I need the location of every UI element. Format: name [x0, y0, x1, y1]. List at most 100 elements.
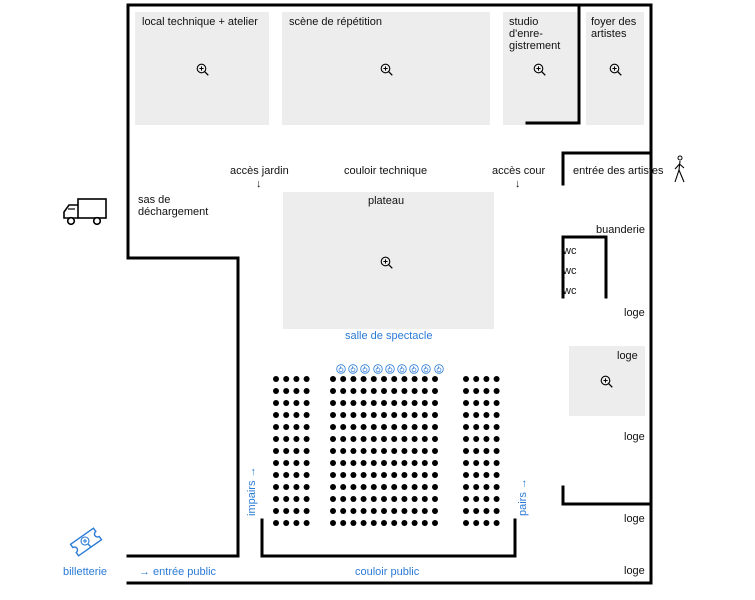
seat[interactable] [473, 460, 480, 466]
seat[interactable] [370, 376, 377, 382]
seat[interactable] [473, 412, 480, 418]
seat[interactable] [330, 484, 336, 490]
seat[interactable] [283, 436, 290, 442]
seat[interactable] [360, 448, 367, 454]
seat[interactable] [360, 472, 367, 478]
seat[interactable] [340, 520, 347, 526]
seat[interactable] [391, 520, 398, 526]
seat[interactable] [493, 448, 500, 454]
seat[interactable] [421, 520, 428, 526]
seat[interactable] [432, 460, 438, 466]
seat[interactable] [330, 436, 336, 442]
seat[interactable] [293, 412, 300, 418]
seat[interactable] [483, 496, 490, 502]
seat[interactable] [340, 460, 347, 466]
seat[interactable] [432, 436, 438, 442]
seat[interactable] [381, 472, 387, 478]
zoom-in-icon[interactable] [380, 256, 393, 269]
seat[interactable] [283, 460, 290, 466]
seat[interactable] [391, 484, 398, 490]
seat[interactable] [370, 448, 377, 454]
ticket-icon[interactable] [67, 523, 105, 561]
seat[interactable] [473, 508, 480, 514]
seat[interactable] [381, 400, 387, 406]
seat[interactable] [391, 376, 398, 382]
seat[interactable] [401, 472, 408, 478]
seat[interactable] [463, 388, 469, 394]
seat[interactable] [421, 448, 428, 454]
seat[interactable] [293, 520, 300, 526]
seat[interactable] [391, 400, 398, 406]
seat[interactable] [340, 400, 347, 406]
seat[interactable] [401, 508, 408, 514]
seat[interactable] [483, 508, 490, 514]
seat[interactable] [463, 508, 469, 514]
seat[interactable] [411, 448, 418, 454]
seat[interactable] [432, 520, 438, 526]
seat[interactable] [391, 448, 398, 454]
seat[interactable] [303, 484, 310, 490]
seat[interactable] [293, 424, 300, 430]
seat[interactable] [273, 436, 279, 442]
seat[interactable] [273, 460, 279, 466]
seat[interactable] [293, 472, 300, 478]
seat[interactable] [303, 400, 310, 406]
seat[interactable] [273, 412, 279, 418]
seat[interactable] [360, 376, 367, 382]
seat[interactable] [483, 376, 490, 382]
seat[interactable] [483, 424, 490, 430]
seat[interactable] [273, 400, 279, 406]
seat[interactable] [493, 472, 500, 478]
seat[interactable] [360, 508, 367, 514]
seat[interactable] [411, 508, 418, 514]
seat[interactable] [463, 376, 469, 382]
seat[interactable] [360, 460, 367, 466]
seat[interactable] [360, 424, 367, 430]
seat[interactable] [473, 472, 480, 478]
seat[interactable] [340, 436, 347, 442]
seat[interactable] [330, 448, 336, 454]
seat[interactable] [391, 412, 398, 418]
zoom-in-icon[interactable] [600, 375, 613, 388]
seat[interactable] [350, 424, 357, 430]
seat[interactable] [381, 484, 387, 490]
seat[interactable] [360, 484, 367, 490]
seat[interactable] [493, 460, 500, 466]
seat[interactable] [381, 460, 387, 466]
seat[interactable] [273, 376, 279, 382]
seat[interactable] [330, 376, 336, 382]
seat[interactable] [421, 400, 428, 406]
seat[interactable] [391, 436, 398, 442]
seat[interactable] [463, 448, 469, 454]
seat[interactable] [330, 460, 336, 466]
label-billetterie[interactable]: billetterie [63, 566, 108, 578]
seat[interactable] [350, 520, 357, 526]
seat[interactable] [381, 436, 387, 442]
seat[interactable] [411, 484, 418, 490]
seat[interactable] [493, 388, 500, 394]
seat[interactable] [473, 484, 480, 490]
seat[interactable] [421, 496, 428, 502]
seat[interactable] [330, 496, 336, 502]
seat[interactable] [411, 436, 418, 442]
seat[interactable] [401, 448, 408, 454]
seat[interactable] [283, 508, 290, 514]
seat[interactable] [283, 376, 290, 382]
seat[interactable] [293, 400, 300, 406]
seat[interactable] [381, 496, 387, 502]
seat[interactable] [463, 412, 469, 418]
seat[interactable] [411, 376, 418, 382]
seat[interactable] [370, 484, 377, 490]
seat[interactable] [411, 520, 418, 526]
seat[interactable] [350, 376, 357, 382]
seat[interactable] [463, 424, 469, 430]
seat[interactable] [432, 508, 438, 514]
seat[interactable] [473, 376, 480, 382]
seat[interactable] [381, 520, 387, 526]
seat[interactable] [303, 520, 310, 526]
seat[interactable] [303, 412, 310, 418]
seat[interactable] [463, 436, 469, 442]
seat[interactable] [493, 400, 500, 406]
seat[interactable] [303, 460, 310, 466]
seat[interactable] [350, 496, 357, 502]
